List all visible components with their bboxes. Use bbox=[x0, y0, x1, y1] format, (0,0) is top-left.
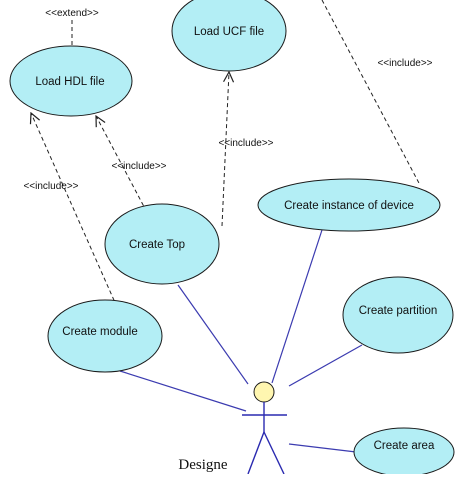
use-case-create-module[interactable]: Create module bbox=[47, 299, 163, 373]
actor-head bbox=[253, 381, 275, 403]
use-case-label: Create Top bbox=[129, 239, 185, 251]
use-case-create-partition[interactable]: Create partition bbox=[342, 276, 454, 354]
dep-module-to-hdl bbox=[31, 113, 118, 308]
actor-designer[interactable]: Designe bbox=[178, 381, 287, 475]
dep-top-to-ucf bbox=[221, 72, 229, 227]
assoc-create-module bbox=[119, 370, 247, 412]
actor-left-leg bbox=[247, 431, 265, 475]
use-case-create-top[interactable]: Create Top bbox=[104, 203, 220, 285]
stereotype-extend: <<extend>> bbox=[45, 8, 99, 19]
stereotype-include-module-hdl: <<include>> bbox=[23, 181, 78, 192]
stereotype-include-instance: <<include>> bbox=[377, 58, 432, 69]
dependencies bbox=[31, 0, 421, 308]
use-case-label: Load HDL file bbox=[35, 76, 104, 88]
dep-top-to-hdl bbox=[96, 116, 151, 219]
use-case-label: Create area bbox=[374, 440, 435, 452]
use-case-label: Load UCF file bbox=[194, 26, 264, 38]
actor-label: Designe bbox=[178, 457, 227, 473]
use-case-label: Create partition bbox=[359, 305, 438, 317]
stereotype-include-top-ucf: <<include>> bbox=[218, 138, 273, 149]
use-case-load-hdl[interactable]: Load HDL file bbox=[9, 45, 133, 117]
dep-instance-include bbox=[321, 0, 421, 186]
use-case-create-area[interactable]: Create area bbox=[353, 427, 455, 477]
stereotype-include-top-hdl: <<include>> bbox=[111, 161, 166, 172]
use-case-label: Create instance of device bbox=[284, 200, 414, 212]
assoc-create-area bbox=[288, 443, 357, 453]
associations bbox=[119, 229, 363, 453]
use-case-load-ucf[interactable]: Load UCF file bbox=[171, 0, 287, 72]
use-case-create-instance[interactable]: Create instance of device bbox=[257, 178, 441, 232]
use-case-label: Create module bbox=[62, 326, 137, 338]
assoc-create-partition bbox=[288, 344, 363, 387]
assoc-create-instance bbox=[271, 229, 323, 384]
actor-right-leg bbox=[263, 431, 285, 475]
assoc-create-top bbox=[177, 284, 249, 385]
